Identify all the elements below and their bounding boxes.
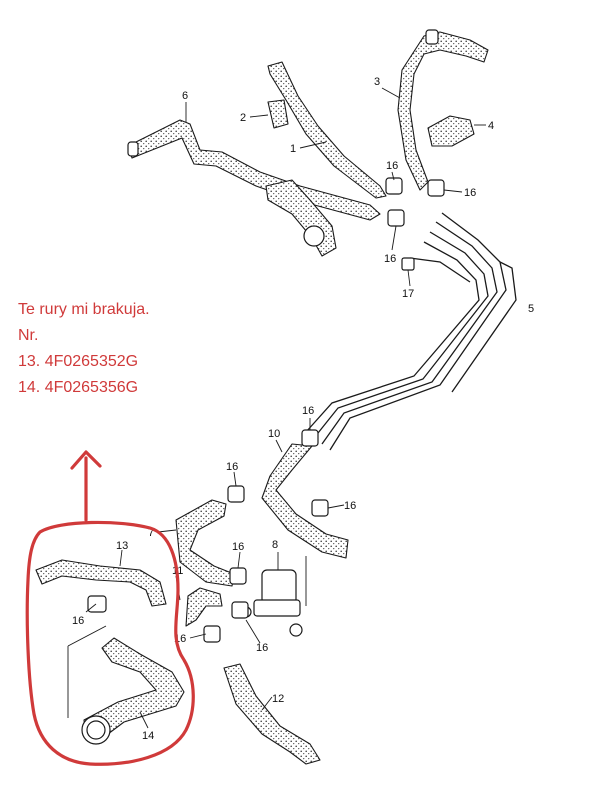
- hose-6: [127, 119, 381, 221]
- annotation-note: Te rury mi brakuja. Nr. 13. 4F0265352G 1…: [18, 297, 278, 401]
- label-13: 13: [116, 540, 128, 552]
- hose-7: [175, 499, 235, 587]
- label-6: 6: [182, 90, 188, 102]
- hoses: [35, 31, 489, 765]
- hose-1: [267, 61, 387, 199]
- note-line-4: 14. 4F0265356G: [18, 379, 139, 396]
- note-line-3: 13. 4F0265352G: [18, 353, 139, 370]
- hose-12: [223, 663, 321, 765]
- label-16c: 16: [384, 253, 396, 265]
- part-labels: 6 2 1 3 4 16 16 16 17 5 16 10 16 16 7 8 …: [72, 76, 534, 742]
- part-2-hose: [267, 99, 289, 129]
- red-arrow-head: [70, 450, 102, 470]
- elbow-hose: [265, 179, 337, 257]
- part-4-cap: [427, 115, 475, 147]
- note-line-1: Te rury mi brakuja.: [18, 301, 150, 318]
- label-8: 8: [272, 539, 278, 551]
- label-12: 12: [272, 693, 284, 705]
- note-line-2: Nr.: [18, 327, 39, 344]
- label-16f: 16: [344, 500, 356, 512]
- label-16a: 16: [386, 160, 398, 172]
- red-annotation: [25, 450, 195, 766]
- label-16b: 16: [464, 187, 476, 199]
- red-circle-outline: [25, 520, 195, 766]
- label-16g: 16: [232, 541, 244, 553]
- hose-10: [261, 443, 349, 559]
- leader-lines: [67, 87, 486, 729]
- label-16j: 16: [72, 615, 84, 627]
- label-17: 17: [402, 288, 414, 300]
- label-16e: 16: [226, 461, 238, 473]
- label-5: 5: [528, 303, 534, 315]
- hose-11: [185, 587, 223, 627]
- hose-3: [397, 31, 489, 191]
- label-2: 2: [240, 112, 246, 124]
- label-14: 14: [142, 730, 154, 742]
- label-3: 3: [374, 76, 380, 88]
- hose-14: [83, 637, 185, 741]
- hose-13: [35, 559, 167, 607]
- label-10: 10: [268, 428, 280, 440]
- label-7: 7: [148, 527, 154, 539]
- label-16i: 16: [256, 642, 268, 654]
- label-1: 1: [290, 143, 296, 155]
- label-4: 4: [488, 120, 494, 132]
- label-16d: 16: [302, 405, 314, 417]
- rigid-pipe-bundle: [305, 212, 517, 451]
